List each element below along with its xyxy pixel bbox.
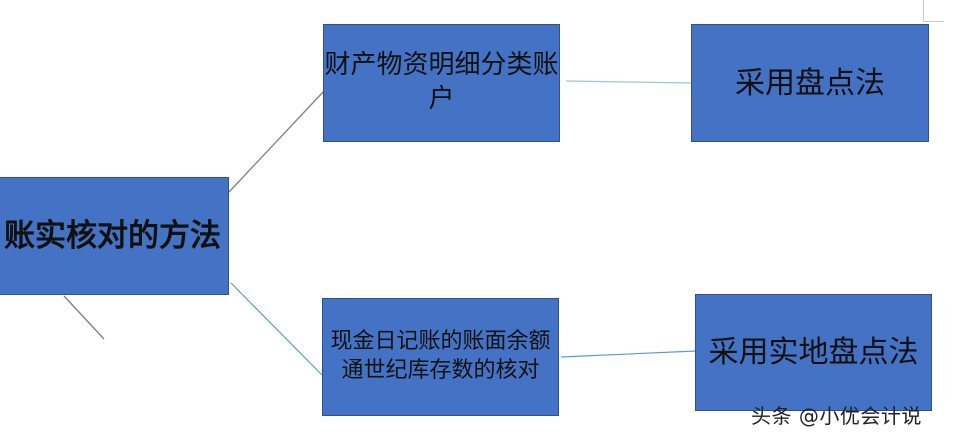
upper-method-node: 采用盘点法 <box>691 24 929 142</box>
connector-root-to-lower-account <box>230 282 323 376</box>
connector-lower-account-to-method <box>560 350 697 358</box>
lower-method-node: 采用实地盘点法 <box>695 294 932 411</box>
upper-method-label: 采用盘点法 <box>735 65 885 101</box>
root-node: 账实核对的方法 <box>0 177 229 295</box>
upper-account-node: 财产物资明细分类账户 <box>323 24 560 142</box>
connector-root-to-upper-account <box>228 90 325 193</box>
lower-method-label: 采用实地盘点法 <box>708 335 919 370</box>
connector-upper-account-to-method <box>565 80 693 84</box>
watermark-text: 头条 @小优会计说 <box>751 404 922 428</box>
lower-account-label: 现金日记账的账面余额通世纪库存数的核对 <box>330 329 551 383</box>
root-node-label: 账实核对的方法 <box>4 217 221 254</box>
lower-account-node: 现金日记账的账面余额通世纪库存数的核对 <box>322 298 559 416</box>
upper-account-label: 财产物资明细分类账户 <box>324 50 559 114</box>
stray-connector-line <box>63 295 105 340</box>
page-corner-mark <box>923 0 944 22</box>
